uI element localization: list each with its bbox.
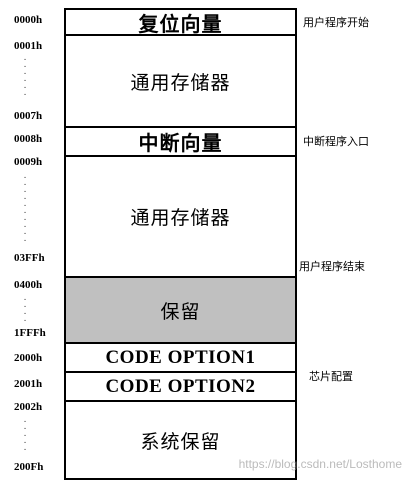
address-label: 200Fh (14, 461, 44, 473)
block-system-reserved: 系统保留 (66, 402, 295, 478)
block-label: 系统保留 (140, 430, 221, 453)
address-label: 0008h (14, 133, 43, 145)
block-label: CODE OPTION2 (105, 375, 256, 397)
address-label: 1FFFh (14, 327, 46, 339)
ellipsis-dots: ···· (23, 294, 27, 326)
ellipsis-dots: ····· (23, 416, 27, 455)
address-label: 2001h (14, 378, 43, 390)
block-general-memory-2: 通用存储器 (66, 157, 295, 278)
note-user-program-start: 用户程序开始 (303, 16, 369, 29)
watermark: https://blog.csdn.net/Losthome (238, 457, 402, 471)
address-label: 0400h (14, 279, 43, 291)
memory-map: 复位向量 通用存储器 中断向量 通用存储器 保留 CODE OPTION1 CO… (64, 8, 297, 480)
address-label: 03FFh (14, 252, 45, 264)
address-label: 0001h (14, 40, 43, 52)
block-label: 通用存储器 (130, 71, 231, 94)
block-label: 中断向量 (138, 131, 223, 155)
block-label: 复位向量 (138, 11, 223, 36)
block-interrupt-vector: 中断向量 (66, 128, 295, 157)
address-label: 0009h (14, 156, 43, 168)
block-code-option1: CODE OPTION1 (66, 344, 295, 373)
address-label: 0000h (14, 14, 43, 26)
note-chip-config: 芯片配置 (309, 370, 353, 383)
block-reserved: 保留 (66, 278, 295, 344)
block-label: 通用存储器 (130, 207, 231, 229)
note-user-program-end: 用户程序结束 (299, 260, 365, 273)
ellipsis-dots: ······ (23, 54, 27, 100)
block-code-option2: CODE OPTION2 (66, 373, 295, 402)
block-label: 保留 (160, 300, 201, 323)
ellipsis-dots: ·········· (23, 172, 27, 246)
address-label: 2002h (14, 401, 43, 413)
note-interrupt-entry: 中断程序入口 (303, 135, 369, 148)
address-label: 2000h (14, 352, 43, 364)
address-label: 0007h (14, 110, 43, 122)
block-label: CODE OPTION1 (105, 346, 256, 368)
block-general-memory-1: 通用存储器 (66, 36, 295, 128)
block-reset-vector: 复位向量 (66, 10, 295, 36)
